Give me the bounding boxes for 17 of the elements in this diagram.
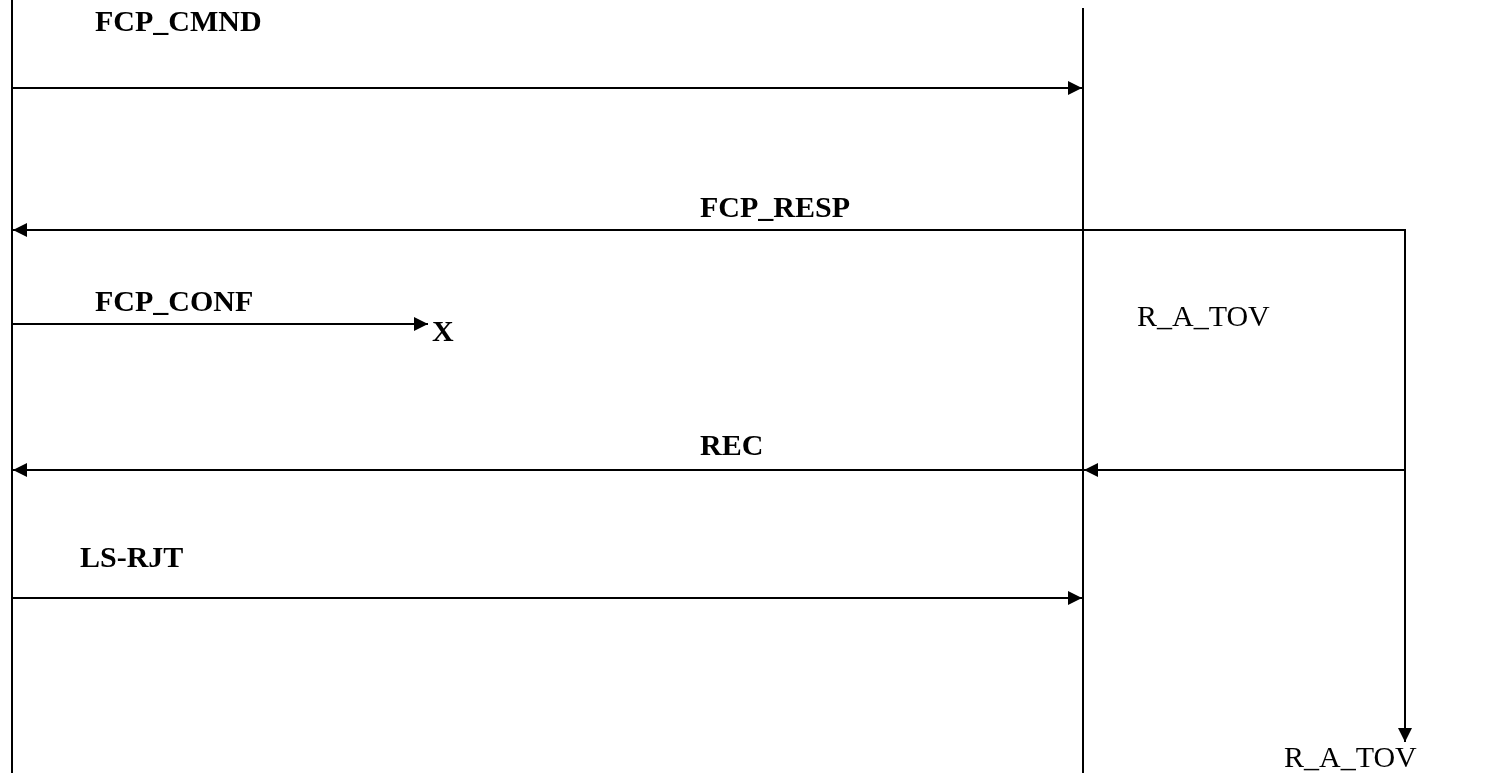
arrow — [12, 591, 1083, 605]
edge-label: LS-RJT — [80, 540, 184, 574]
timer-label: R_A_TOV — [1137, 299, 1270, 333]
edge-label: FCP_CONF — [95, 284, 254, 318]
arrow — [1083, 463, 1406, 477]
edge-label: FCP_RESP — [700, 190, 850, 224]
endpoint-text: X — [432, 314, 454, 348]
arrow — [12, 317, 429, 331]
arrow — [12, 463, 1083, 477]
arrow — [1083, 229, 1412, 743]
lifeline — [1082, 8, 1084, 773]
edge-label: FCP_CMND — [95, 4, 262, 38]
arrow — [12, 223, 1083, 237]
edge-label: REC — [700, 428, 764, 462]
lifeline — [11, 0, 13, 773]
endpoint-text: R_A_TOV — [1284, 740, 1417, 773]
arrow — [12, 81, 1083, 95]
